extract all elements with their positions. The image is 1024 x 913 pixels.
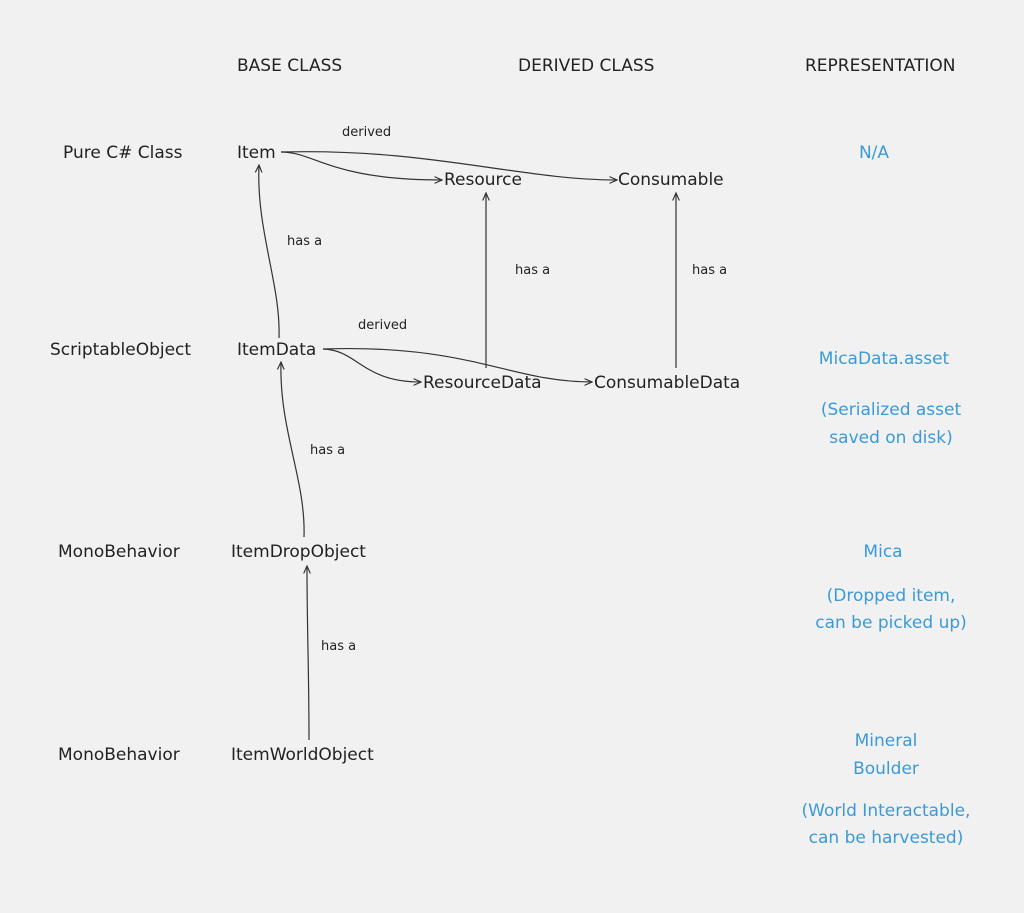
node-item-drop-object: ItemDropObject	[231, 542, 366, 562]
header-derived-class: DERIVED CLASS	[518, 56, 655, 76]
arrow-itemdata-to-item	[259, 165, 280, 339]
rep-scriptable-desc-1: (Serialized asset	[820, 400, 962, 420]
edge-label-has-a-itemdata: has a	[310, 443, 346, 458]
edge-label-has-a-resource: has a	[515, 263, 551, 278]
rep-pure-na: N/A	[858, 143, 890, 163]
arrow-item-to-consumable	[280, 151, 617, 180]
header-representation: REPRESENTATION	[805, 56, 956, 76]
rep-mono1-name: Mica	[863, 542, 903, 562]
edge-label-derived-mid: derived	[358, 318, 408, 333]
node-item-world-object: ItemWorldObject	[231, 745, 374, 765]
row-label-scriptable-object: ScriptableObject	[50, 340, 192, 360]
header-base-class: BASE CLASS	[237, 56, 343, 76]
rep-mono1-desc-2: can be picked up)	[815, 613, 967, 633]
row-label-pure-csharp: Pure C# Class	[63, 143, 183, 163]
node-consumable-data: ConsumableData	[594, 373, 741, 393]
rep-scriptable-asset: MicaData.asset	[818, 349, 950, 369]
rep-scriptable-desc-2: saved on disk)	[829, 428, 953, 448]
rep-mono2-desc-2: can be harvested)	[808, 828, 964, 848]
node-item: Item	[237, 143, 276, 163]
node-item-data: ItemData	[237, 340, 317, 360]
edge-label-has-a-consumable: has a	[692, 263, 728, 278]
arrow-itemdata-to-consumabledata	[322, 347, 592, 382]
rep-mono2-name-2: Boulder	[853, 759, 919, 779]
node-resource-data: ResourceData	[423, 373, 542, 393]
row-label-monobehavior-drop: MonoBehavior	[58, 542, 180, 562]
rep-mono2-desc-1: (World Interactable,	[801, 801, 971, 821]
rep-mono1-desc-1: (Dropped item,	[826, 586, 956, 606]
arrow-item-to-resource	[280, 151, 442, 180]
node-resource: Resource	[444, 170, 522, 190]
rep-mono2-name-1: Mineral	[854, 731, 918, 751]
arrow-itemdata-to-resourcedata	[322, 348, 421, 382]
arrow-worldobject-to-dropobject	[307, 566, 309, 741]
row-label-monobehavior-world: MonoBehavior	[58, 745, 180, 765]
edge-label-has-a-dropobject: has a	[321, 639, 357, 654]
edge-label-derived-top: derived	[342, 125, 392, 140]
edge-label-has-a-item: has a	[287, 234, 323, 249]
node-consumable: Consumable	[618, 170, 724, 190]
arrow-dropobject-to-itemdata	[281, 362, 305, 538]
